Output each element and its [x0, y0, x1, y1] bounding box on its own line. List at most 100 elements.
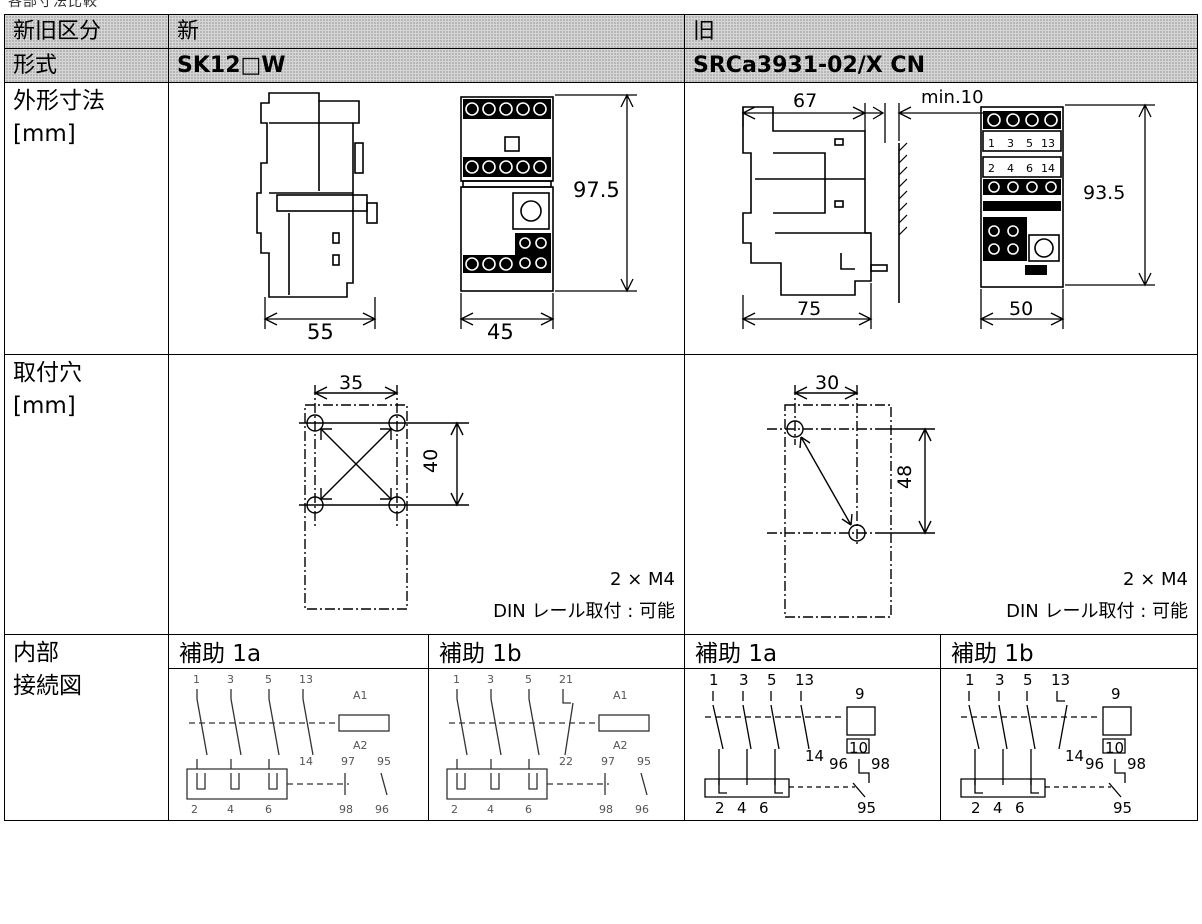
new-a-bottom-6: 6: [265, 803, 272, 816]
new-height: 97.5: [573, 178, 620, 202]
old-aux-b-title: 補助 1b: [941, 635, 1198, 669]
old-terminal-bottom-2: 2: [988, 162, 995, 175]
old-hole-pitch-y: 48: [894, 465, 916, 489]
old-b-aux-bottom: 14: [1065, 747, 1084, 765]
dimensions-row: 外形寸法[mm]: [4, 82, 1199, 355]
new-b-ol-top-1: 97: [601, 755, 615, 768]
category-label-cell: 新旧区分: [4, 14, 169, 49]
old-screw-spec: 2 × M4: [1123, 569, 1188, 590]
new-mounting-cell: 35 40 2 × M4 DIN レール取付 : 可能: [167, 354, 686, 635]
old-b-coil-top: 9: [1111, 685, 1121, 703]
old-mounting-cell: 30 48 2 × M4 DIN レール取付 : 可能: [684, 354, 1199, 635]
old-terminal-top-5: 5: [1026, 137, 1033, 150]
comparison-table: 新旧区分 新 旧 形式 SK12□W SRCa3931-02/X CN 外形寸法…: [4, 14, 1199, 821]
old-a-bottom-2: 2: [715, 799, 725, 817]
model-label-cell: 形式: [4, 48, 169, 83]
mounting-unit: [mm]: [13, 393, 76, 419]
new-model: SK12□W: [177, 53, 286, 78]
new-a-ol-top-2: 95: [377, 755, 391, 768]
old-dimensions-drawing: 1 3 5 13 2 4 6 14: [741, 87, 1156, 329]
new-model-cell: SK12□W: [167, 48, 686, 83]
new-hole-pitch-y: 40: [420, 449, 442, 473]
new-side-width: 55: [307, 320, 334, 344]
new-b-ol-bottom-1: 98: [599, 803, 613, 816]
dimensions-label: 外形寸法: [13, 88, 105, 114]
new-a-coil-top: A1: [353, 689, 368, 702]
old-clearance: min.10: [921, 87, 984, 108]
new-dimensions-drawing: 55 45 97.5: [256, 92, 637, 344]
new-b-coil-bottom: A2: [613, 739, 628, 752]
new-aux-b-title: 補助 1b: [429, 635, 685, 669]
old-a-aux-bottom: 14: [805, 747, 824, 765]
old-front-width: 50: [1009, 298, 1033, 320]
wiring-label-2: 接続図: [13, 673, 82, 699]
old-b-top-1: 1: [965, 671, 975, 689]
old-b-top-13: 13: [1051, 671, 1070, 689]
new-a-ol-top-1: 97: [341, 755, 355, 768]
new-a-ol-bottom-1: 98: [339, 803, 353, 816]
old-a-ol-top-1: 96: [829, 755, 848, 773]
old-a-top-13: 13: [795, 671, 814, 689]
old-terminal-top-1: 1: [988, 137, 995, 150]
new-a-aux-bottom: 14: [299, 755, 313, 768]
old-model: SRCa3931-02/X CN: [693, 53, 925, 78]
old-label: 旧: [693, 19, 716, 44]
new-aux-b-diagram: 1 3 5 21 A1 A2 22 97 95 2 4 6 98 96: [446, 673, 651, 816]
mounting-label: 取付穴: [13, 360, 82, 386]
new-a-bottom-4: 4: [227, 803, 234, 816]
new-b-bottom-6: 6: [525, 803, 532, 816]
old-a-top-3: 3: [739, 671, 749, 689]
new-mounting-drawing: 35 40 2 × M4 DIN レール取付 : 可能: [299, 372, 675, 622]
new-b-ol-top-2: 95: [637, 755, 651, 768]
category-label: 新旧区分: [13, 19, 102, 44]
new-a-top-13: 13: [299, 673, 313, 686]
old-a-top-1: 1: [709, 671, 719, 689]
old-hole-pitch-x: 30: [815, 372, 839, 394]
old-b-bottom-6: 6: [1015, 799, 1025, 817]
new-b-top-3: 3: [487, 673, 494, 686]
old-din-note: DIN レール取付 : 可能: [1006, 601, 1188, 622]
old-a-ol-bottom: 95: [857, 799, 876, 817]
model-label: 形式: [13, 53, 58, 78]
old-b-top-5: 5: [1023, 671, 1033, 689]
old-dimensions-cell: 1 3 5 13 2 4 6 14: [684, 82, 1199, 355]
new-b-bottom-2: 2: [451, 803, 458, 816]
new-screw-spec: 2 × M4: [610, 569, 675, 590]
old-aux-a-cell: 補助 1a 1 3 5 13 9 10 14 96 98 2 4 6: [684, 634, 942, 821]
header-row-category: 新旧区分 新 旧: [4, 14, 1199, 49]
new-a-bottom-2: 2: [191, 803, 198, 816]
old-terminal-bottom-14: 14: [1041, 162, 1055, 175]
old-terminal-top-3: 3: [1007, 137, 1014, 150]
new-a-top-1: 1: [193, 673, 200, 686]
old-b-ol-top-1: 96: [1085, 755, 1104, 773]
new-aux-a-cell: 補助 1a 1 3 5 13 A1 A2 14 97 95 2 4 6: [168, 634, 429, 821]
old-aux-a-diagram: 1 3 5 13 9 10 14 96 98 2 4 6 95: [704, 671, 890, 817]
old-b-ol-bottom: 95: [1113, 799, 1132, 817]
page-title: 各部寸法比較: [8, 0, 98, 10]
header-row-model: 形式 SK12□W SRCa3931-02/X CN: [4, 48, 1199, 83]
dimensions-label-cell: 外形寸法[mm]: [4, 82, 169, 355]
new-din-note: DIN レール取付 : 可能: [493, 601, 675, 622]
old-header-cell: 旧: [684, 14, 1199, 49]
wiring-label-cell: 内部接続図: [4, 634, 169, 821]
old-b-bottom-2: 2: [971, 799, 981, 817]
new-front-width: 45: [487, 320, 514, 344]
new-label: 新: [177, 19, 200, 44]
new-b-coil-top: A1: [613, 689, 628, 702]
old-b-coil-bottom: 10: [1105, 739, 1124, 757]
new-a-top-3: 3: [227, 673, 234, 686]
old-aux-b-cell: 補助 1b 1 3 5 13 9 10 14 96 98 2 4 6: [940, 634, 1199, 821]
old-height: 93.5: [1083, 182, 1125, 204]
new-dimensions-cell: 55 45 97.5: [167, 82, 686, 355]
old-a-bottom-4: 4: [737, 799, 747, 817]
old-terminal-top-13: 13: [1041, 137, 1055, 150]
old-b-bottom-4: 4: [993, 799, 1003, 817]
new-aux-a-diagram: 1 3 5 13 A1 A2 14 97 95 2 4 6 98 96: [186, 673, 391, 816]
old-a-coil-top: 9: [855, 685, 865, 703]
old-aux-a-title: 補助 1a: [685, 635, 941, 669]
old-terminal-bottom-4: 4: [1007, 162, 1014, 175]
new-b-bottom-4: 4: [487, 803, 494, 816]
new-header-cell: 新: [167, 14, 686, 49]
new-a-ol-bottom-2: 96: [375, 803, 389, 816]
